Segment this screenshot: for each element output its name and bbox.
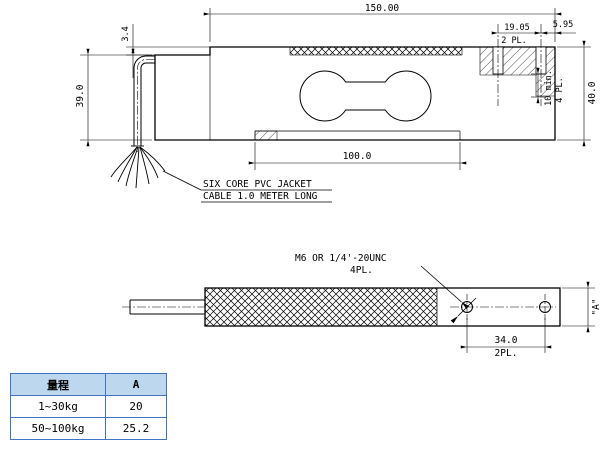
- dim-width-label: "A": [591, 298, 602, 315]
- bottom-hatch-block: [254, 130, 278, 141]
- plan-body: [122, 287, 561, 327]
- dim-length-label: 150.00: [365, 3, 400, 14]
- dim-hole-spacing-label: 34.0: [495, 335, 518, 346]
- cable-note-line1: SIX CORE PVC JACKET: [203, 179, 312, 190]
- spec-table-header-row: 量程 A: [10, 373, 167, 396]
- spec-table-header-a: A: [105, 373, 167, 396]
- dim-pocket-length-label: 100.0: [343, 151, 372, 162]
- plan-view-dimensions: [420, 265, 595, 353]
- dim-height-left-label: 39.0: [75, 84, 86, 107]
- table-cell-a-2: 25.2: [105, 417, 167, 440]
- load-cell-body-outline: [154, 24, 556, 141]
- plan-view: M6 OR 1/4'-20UNC 4PL. 34.0 2PL. "A": [122, 253, 602, 359]
- spec-table-row-1: 1~30kg 20: [10, 395, 167, 418]
- gauge-area-hatch: [289, 46, 463, 56]
- cable-note-line2: CABLE 1.0 METER LONG: [203, 191, 318, 202]
- dim-hole-spacing-note: 2PL.: [495, 348, 518, 359]
- bone-cutout: [299, 70, 432, 122]
- side-view: 150.00 19.05 2 PL. 5.95 3.4 39.0 40.0 10…: [75, 3, 598, 203]
- thread-note-line1: M6 OR 1/4'-20UNC: [295, 253, 387, 264]
- dim-hole-spacing-note: 2 PL.: [501, 36, 527, 46]
- side-view-labels: 150.00 19.05 2 PL. 5.95 3.4 39.0 40.0 10…: [75, 3, 598, 202]
- plan-view-labels: M6 OR 1/4'-20UNC 4PL. 34.0 2PL. "A": [295, 253, 602, 359]
- cable-wires: [110, 146, 166, 189]
- dim-step-label: 3.4: [121, 26, 131, 41]
- spec-table: 量程 A 1~30kg 20 50~100kg 25.2: [10, 373, 167, 440]
- thread-note-line2: 4PL.: [350, 265, 373, 276]
- knurl-hatch-area: [204, 287, 438, 327]
- cable-centerline: [137, 59, 155, 152]
- table-cell-range-2: 50~100kg: [10, 417, 106, 440]
- spec-table-row-2: 50~100kg 25.2: [10, 417, 167, 440]
- spec-table-header-range: 量程: [10, 373, 106, 396]
- dim-thread-depth-label: 10 min.: [544, 70, 554, 106]
- table-cell-a-1: 20: [105, 395, 167, 418]
- dim-thread-depth-note: 4 PL.: [555, 77, 565, 103]
- side-view-dimensions: [80, 8, 591, 203]
- dim-hole-spacing-label: 19.05: [504, 23, 530, 33]
- cable: [110, 55, 166, 189]
- table-cell-range-1: 1~30kg: [10, 395, 106, 418]
- dim-height-right-label: 40.0: [587, 81, 598, 104]
- dim-edge-distance-label: 5.95: [553, 20, 573, 30]
